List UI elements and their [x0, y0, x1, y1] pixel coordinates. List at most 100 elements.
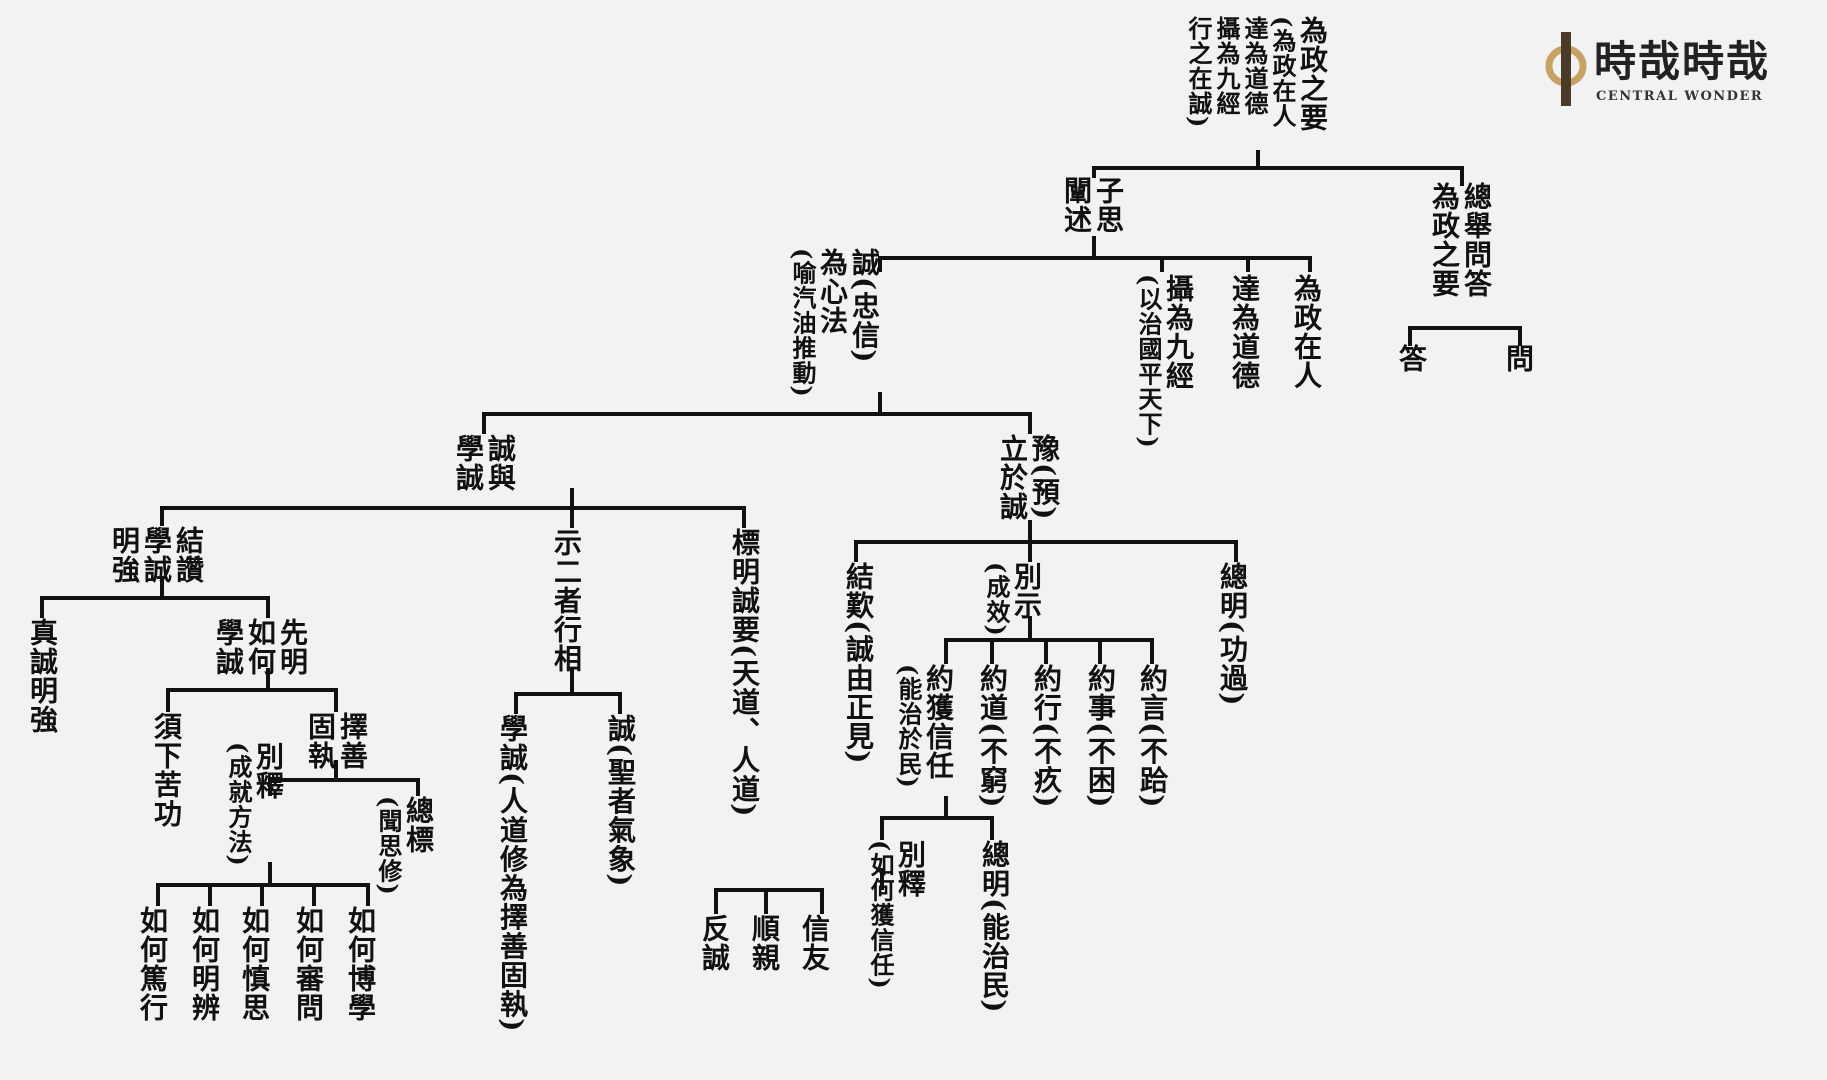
node-xianming: 先明 如何 學誠 [212, 618, 309, 676]
node-jietan: 結歎(誠由正見) [842, 562, 875, 765]
node-text: (如何獲信任) [866, 840, 895, 990]
node-text: 先明 [276, 618, 309, 676]
node-yuedao: 約道(不窮) [976, 664, 1009, 809]
node-text: 學誠 [212, 618, 245, 676]
node-text: (喻汽油推動) [788, 248, 817, 398]
node-text: 豫(預) [1028, 434, 1061, 521]
node-text: 學誠 [140, 526, 173, 584]
node-text: 結歎(誠由正見) [842, 562, 875, 765]
node-text: 明強 [108, 526, 141, 584]
node-text: 如何博學 [344, 906, 377, 1022]
node-text: (聞思修) [374, 796, 403, 896]
node-boxue: 如何博學 [344, 906, 377, 1022]
node-cheng-shengzhe: 誠(聖者氣象) [604, 714, 637, 888]
node-weizheng: 為政在人 [1290, 274, 1323, 390]
node-text: 學誠(人道修為擇善固執) [496, 714, 529, 1033]
node-fancheng: 反誠 [698, 914, 731, 972]
node-text: 為心法 [816, 248, 849, 335]
node-text: 攝為九經 [1212, 16, 1241, 116]
node-text: 標明誠要(天道、人道) [728, 528, 761, 818]
node-text: 答 [1395, 344, 1428, 373]
node-root: 為政之要 (為政在人 達為道德 攝為九經 行之在誠) [1184, 16, 1329, 132]
node-text: (成效) [982, 562, 1011, 637]
node-text: 固執 [304, 712, 337, 770]
node-text: 如何 [244, 618, 277, 676]
node-da: 答 [1395, 344, 1428, 373]
node-text: 達為道德 [1240, 16, 1269, 116]
node-yu: 豫(預) 立於誠 [996, 434, 1061, 521]
node-shewei: 攝為九經 (以治國平天下) [1134, 274, 1195, 449]
node-bieshi: 別示 (成效) [982, 562, 1043, 637]
node-zeshan: 擇善 固執 [304, 712, 369, 770]
logo-emblem [1545, 32, 1587, 106]
node-text: 如何審問 [292, 906, 325, 1022]
node-text: 立於誠 [996, 434, 1029, 521]
node-shunqin: 順親 [748, 914, 781, 972]
node-text: (為政在人 [1268, 16, 1297, 129]
node-text: (以治國平天下) [1134, 274, 1163, 449]
node-text: 約行(不疚) [1030, 664, 1063, 809]
node-shenwen: 如何審問 [292, 906, 325, 1022]
node-text: 反誠 [698, 914, 731, 972]
node-dawei: 達為道德 [1228, 274, 1261, 390]
node-text: 別釋 [252, 742, 285, 800]
node-yueshi: 約事(不困) [1084, 664, 1117, 809]
node-text: 為政之要 [1428, 182, 1461, 298]
node-text: 攝為九經 [1162, 274, 1195, 390]
node-text: 總明(能治民) [978, 840, 1011, 1014]
node-text: 總標 [402, 796, 435, 854]
node-yuexing: 約行(不疚) [1030, 664, 1063, 809]
node-text: 約言(不跲) [1136, 664, 1169, 809]
node-text: 總舉問答 [1460, 182, 1493, 298]
node-text: 學誠 [452, 434, 485, 492]
node-text: 約事(不困) [1084, 664, 1117, 809]
node-jiezan: 結讚 學誠 明強 [108, 526, 205, 584]
node-chengyu: 誠與 學誠 [452, 434, 517, 492]
node-text: 真誠明強 [26, 618, 59, 734]
node-text: 達為道德 [1228, 274, 1261, 390]
node-text: 擇善 [336, 712, 369, 770]
node-text: 約道(不窮) [976, 664, 1009, 809]
node-text: 如何慎思 [238, 906, 271, 1022]
node-text: 信友 [798, 914, 831, 972]
node-zisi: 子思 闡述 [1060, 176, 1125, 234]
node-text: 別示 [1010, 562, 1043, 620]
node-biaoming: 標明誠要(天道、人道) [728, 528, 761, 818]
node-text: 示二者行相 [550, 528, 583, 673]
node-text: 結讚 [172, 526, 205, 584]
node-text: 順親 [748, 914, 781, 972]
node-text: 誠與 [484, 434, 517, 492]
node-text: (成就方法) [224, 742, 253, 867]
node-text: 誠(聖者氣象) [604, 714, 637, 888]
node-text: 為政在人 [1290, 274, 1323, 390]
node-bieshi-xinren: 別釋 (如何獲信任) [866, 840, 927, 990]
node-xuecheng-rendao: 學誠(人道修為擇善固執) [496, 714, 529, 1033]
node-bieshi-fangfa: 別釋 (成就方法) [224, 742, 285, 867]
node-zhencheng: 真誠明強 [26, 618, 59, 734]
node-text: (能治於民) [894, 664, 923, 789]
logo-title: 時哉時哉 [1594, 37, 1771, 86]
node-xuxia: 須下苦功 [150, 712, 183, 828]
node-duxing: 如何篤行 [136, 906, 169, 1022]
node-text: 為政之要 [1296, 16, 1329, 132]
node-text: 別釋 [894, 840, 927, 898]
node-text: 誠(忠信) [848, 248, 881, 364]
node-zongming-gongguo: 總明(功過) [1216, 562, 1249, 707]
node-text: 闡述 [1060, 176, 1093, 234]
node-yue-xinren: 約獲信任 (能治於民) [894, 664, 955, 789]
node-text: 子思 [1092, 176, 1125, 234]
node-text: 須下苦功 [150, 712, 183, 828]
node-text: 如何篤行 [136, 906, 169, 1022]
node-cheng-xinfa: 誠(忠信) 為心法 (喻汽油推動) [788, 248, 881, 398]
node-text: 約獲信任 [922, 664, 955, 780]
node-text: 行之在誠) [1184, 16, 1213, 129]
node-xinyou: 信友 [798, 914, 831, 972]
node-text: 問 [1502, 344, 1535, 373]
node-zongju: 總舉問答 為政之要 [1428, 182, 1493, 298]
node-shi-erzhe: 示二者行相 [550, 528, 583, 673]
node-shensi: 如何慎思 [238, 906, 271, 1022]
node-zongming-zhimin: 總明(能治民) [978, 840, 1011, 1014]
node-zongbiao: 總標 (聞思修) [374, 796, 435, 896]
